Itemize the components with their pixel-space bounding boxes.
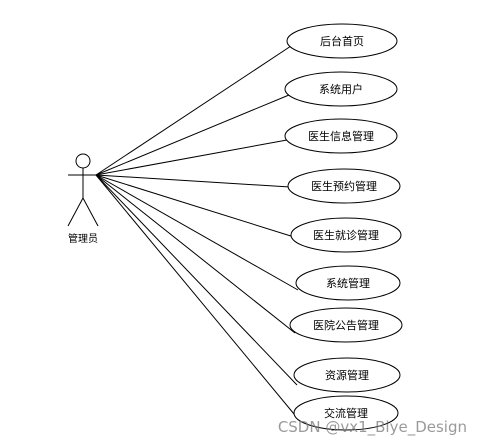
actor-head (75, 153, 91, 169)
use-case-label: 医生信息管理 (308, 129, 374, 143)
use-case-uc2: 系统用户 (284, 71, 398, 107)
watermark-text: CSDN @vx1_Biye_Design (277, 418, 467, 436)
use-case-label: 资源管理 (325, 368, 369, 382)
association-line-uc9 (95, 174, 300, 421)
association-line-uc7 (95, 174, 296, 334)
use-case-ellipse (290, 217, 402, 253)
use-case-uc5: 医生就诊管理 (290, 217, 402, 253)
use-case-label: 交流管理 (324, 406, 368, 420)
use-case-ellipse (284, 118, 398, 154)
association-line-uc3 (95, 139, 288, 176)
use-case-ellipse (284, 71, 398, 107)
use-case-uc6: 系统管理 (295, 265, 401, 301)
use-case-label: 医生预约管理 (311, 179, 377, 193)
use-case-ellipse (287, 168, 401, 204)
association-line-uc4 (95, 174, 291, 188)
use-case-ellipse (295, 265, 401, 301)
use-case-uc1: 后台首页 (286, 23, 398, 59)
use-case-label: 系统用户 (319, 82, 363, 96)
use-case-uc3: 医生信息管理 (284, 118, 398, 154)
association-lines (95, 45, 300, 421)
use-case-ellipse (293, 357, 401, 393)
actor-left-leg (67, 197, 84, 227)
association-line-uc6 (95, 174, 299, 291)
use-case-ellipse (289, 307, 403, 343)
use-case-ellipse (293, 395, 399, 431)
use-case-uc8: 资源管理 (293, 357, 401, 393)
use-case-label: 医院公告管理 (313, 318, 379, 332)
actor-right-leg (82, 197, 99, 227)
use-case-label: 系统管理 (326, 276, 370, 290)
use-case-uc7: 医院公告管理 (289, 307, 403, 343)
association-line-uc1 (95, 45, 292, 176)
actor-label: 管理员 (68, 232, 98, 245)
association-line-uc5 (95, 174, 295, 238)
actor-stick-figure-icon (67, 153, 99, 227)
use-case-ellipse (286, 23, 398, 59)
use-case-label: 医生就诊管理 (313, 228, 379, 242)
association-line-uc8 (95, 174, 298, 386)
association-line-uc2 (95, 94, 290, 176)
use-case-uc4: 医生预约管理 (287, 168, 401, 204)
use-case-uc9: 交流管理 (293, 395, 399, 431)
use-case-label: 后台首页 (320, 34, 364, 48)
